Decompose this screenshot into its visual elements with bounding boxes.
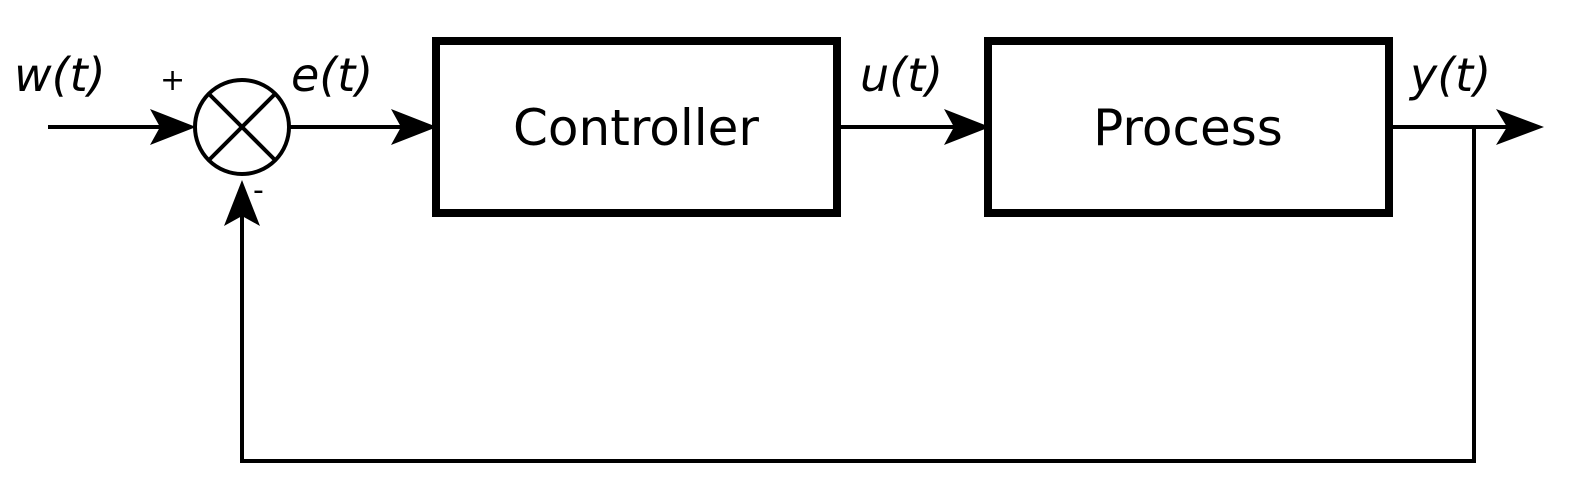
minus-sign: - [253, 173, 264, 208]
feedback-path [240, 127, 1476, 463]
error-arrowhead [391, 109, 437, 145]
output-signal-label: y(t) [1408, 48, 1491, 102]
reference-signal-label: w(t) [14, 48, 106, 102]
process-label: Process [1093, 99, 1283, 157]
input-arrowhead [150, 109, 196, 145]
control-arrowhead [944, 109, 990, 145]
controller-label: Controller [513, 99, 759, 157]
feedback-arrowhead [224, 180, 260, 226]
control-signal-label: u(t) [860, 48, 943, 102]
summing-junction-cross-b [207, 92, 277, 162]
process-block [984, 37, 1393, 217]
output-arrowhead [1496, 109, 1544, 145]
error-signal-label: e(t) [291, 48, 373, 102]
summing-junction [193, 78, 291, 176]
plus-sign: + [160, 63, 185, 98]
